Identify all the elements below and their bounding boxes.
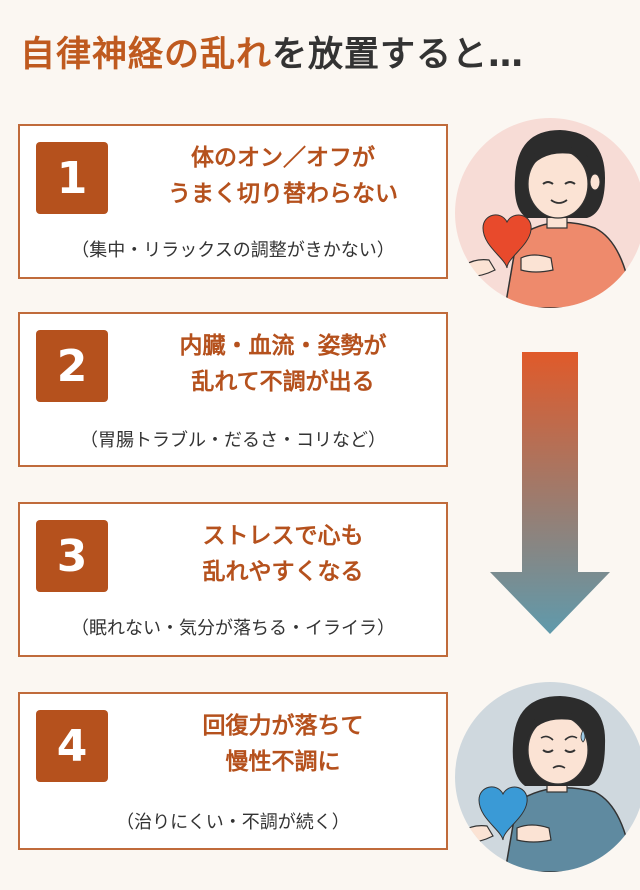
title-rest: を放置すると… xyxy=(272,35,525,75)
step-card-3: 3 ストレスで心も 乱れやすくなる （眠れない・気分が落ちる・イライラ） xyxy=(18,502,448,657)
title-accent: 自律神経の乱れ xyxy=(20,35,273,75)
page-title: 自律神経の乱れを放置すると… xyxy=(20,26,524,77)
woman-holding-blue-heart-illustration xyxy=(455,682,640,872)
step-note: （集中・リラックスの調整がきかない） xyxy=(71,240,395,261)
step-heading: ストレスで心も 乱れやすくなる xyxy=(120,518,446,590)
step-heading-line1: ストレスで心も xyxy=(202,523,364,549)
step-note: （眠れない・気分が落ちる・イライラ） xyxy=(71,618,395,639)
step-note: （治りにくい・不調が続く） xyxy=(116,812,350,833)
step-heading-line2: 乱れて不調が出る xyxy=(191,369,375,395)
step-number-badge: 3 xyxy=(36,520,108,592)
step-number-badge: 2 xyxy=(36,330,108,402)
woman-holding-red-heart-illustration xyxy=(455,118,640,308)
step-number-badge: 1 xyxy=(36,142,108,214)
step-card-1: 1 体のオン／オフが うまく切り替わらない （集中・リラックスの調整がきかない） xyxy=(18,124,448,279)
step-heading-line1: 体のオン／オフが xyxy=(191,145,375,171)
step-heading-line2: 慢性不調に xyxy=(225,749,341,775)
step-heading: 内臓・血流・姿勢が 乱れて不調が出る xyxy=(120,328,446,400)
step-note: （胃腸トラブル・だるさ・コリなど） xyxy=(80,430,386,451)
down-arrow-icon xyxy=(488,352,612,640)
step-heading: 体のオン／オフが うまく切り替わらない xyxy=(120,140,446,212)
step-card-4: 4 回復力が落ちて 慢性不調に （治りにくい・不調が続く） xyxy=(18,692,448,850)
step-heading-line1: 回復力が落ちて xyxy=(202,713,364,739)
step-heading: 回復力が落ちて 慢性不調に xyxy=(120,708,446,780)
step-heading-line2: うまく切り替わらない xyxy=(168,181,398,207)
woman-holding-blue-heart-icon xyxy=(460,696,634,872)
step-number-badge: 4 xyxy=(36,710,108,782)
step-card-2: 2 内臓・血流・姿勢が 乱れて不調が出る （胃腸トラブル・だるさ・コリなど） xyxy=(18,312,448,467)
step-heading-line2: 乱れやすくなる xyxy=(202,559,364,585)
woman-holding-red-heart-icon xyxy=(462,130,634,308)
step-heading-line1: 内臓・血流・姿勢が xyxy=(179,333,387,359)
